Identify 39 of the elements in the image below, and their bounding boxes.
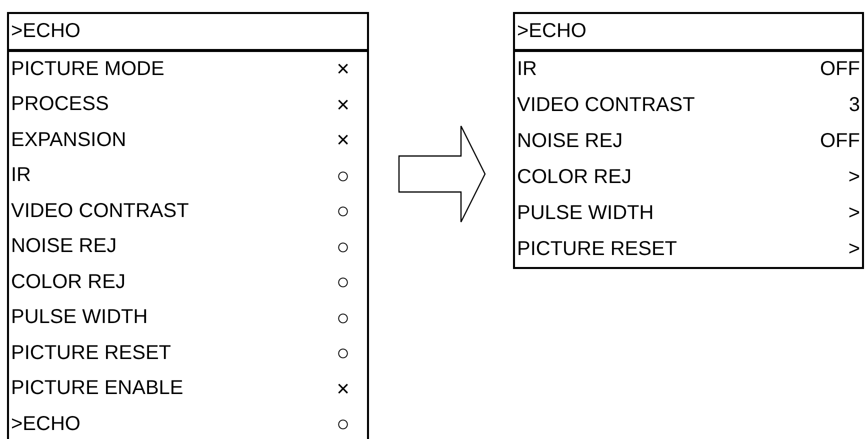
menu-item: >ECHO <box>11 412 80 436</box>
setting-value: > <box>848 238 860 261</box>
menu-item: COLOR REJ <box>11 270 126 294</box>
menu-title: >ECHO <box>9 14 367 52</box>
status-mark: ○ <box>335 269 351 296</box>
status-mark: ○ <box>335 198 351 224</box>
status-mark: ○ <box>335 411 351 438</box>
status-mark: ○ <box>335 234 351 260</box>
status-mark: ○ <box>335 304 351 331</box>
block-arrow <box>398 125 486 223</box>
menu-item: PICTURE RESET <box>517 238 678 261</box>
status-mark: ○ <box>335 162 351 189</box>
setting-value: OFF <box>820 130 860 153</box>
menu-item: VIDEO CONTRAST <box>517 94 695 118</box>
menu-item: PULSE WIDTH <box>11 306 148 330</box>
status-mark: ○ <box>335 340 351 366</box>
menu-item: PICTURE RESET <box>11 342 172 365</box>
menu-item: PICTURE MODE <box>11 58 164 81</box>
menu-panel <box>7 12 369 439</box>
setting-value: OFF <box>820 58 860 82</box>
setting-value: 3 <box>848 94 860 118</box>
menu-item: EXPANSION <box>11 128 126 152</box>
menu-item: IR <box>11 164 31 188</box>
menu-item: NOISE REJ <box>517 130 623 153</box>
setting-value: > <box>848 166 860 189</box>
status-mark: × <box>336 56 350 82</box>
menu-item: VIDEO CONTRAST <box>11 200 189 223</box>
menu-title: >ECHO <box>515 14 862 52</box>
menu-item: NOISE REJ <box>11 235 117 258</box>
setting-value: > <box>848 202 860 225</box>
menu-item: PULSE WIDTH <box>517 202 654 225</box>
status-mark: × <box>336 127 350 154</box>
menu-item: COLOR REJ <box>517 166 632 189</box>
status-mark: × <box>336 376 350 402</box>
menu-item: PICTURE ENABLE <box>11 377 184 400</box>
menu-item: IR <box>517 58 537 82</box>
status-mark: × <box>336 92 350 118</box>
menu-panel <box>513 12 864 269</box>
menu-item: PROCESS <box>11 93 109 116</box>
